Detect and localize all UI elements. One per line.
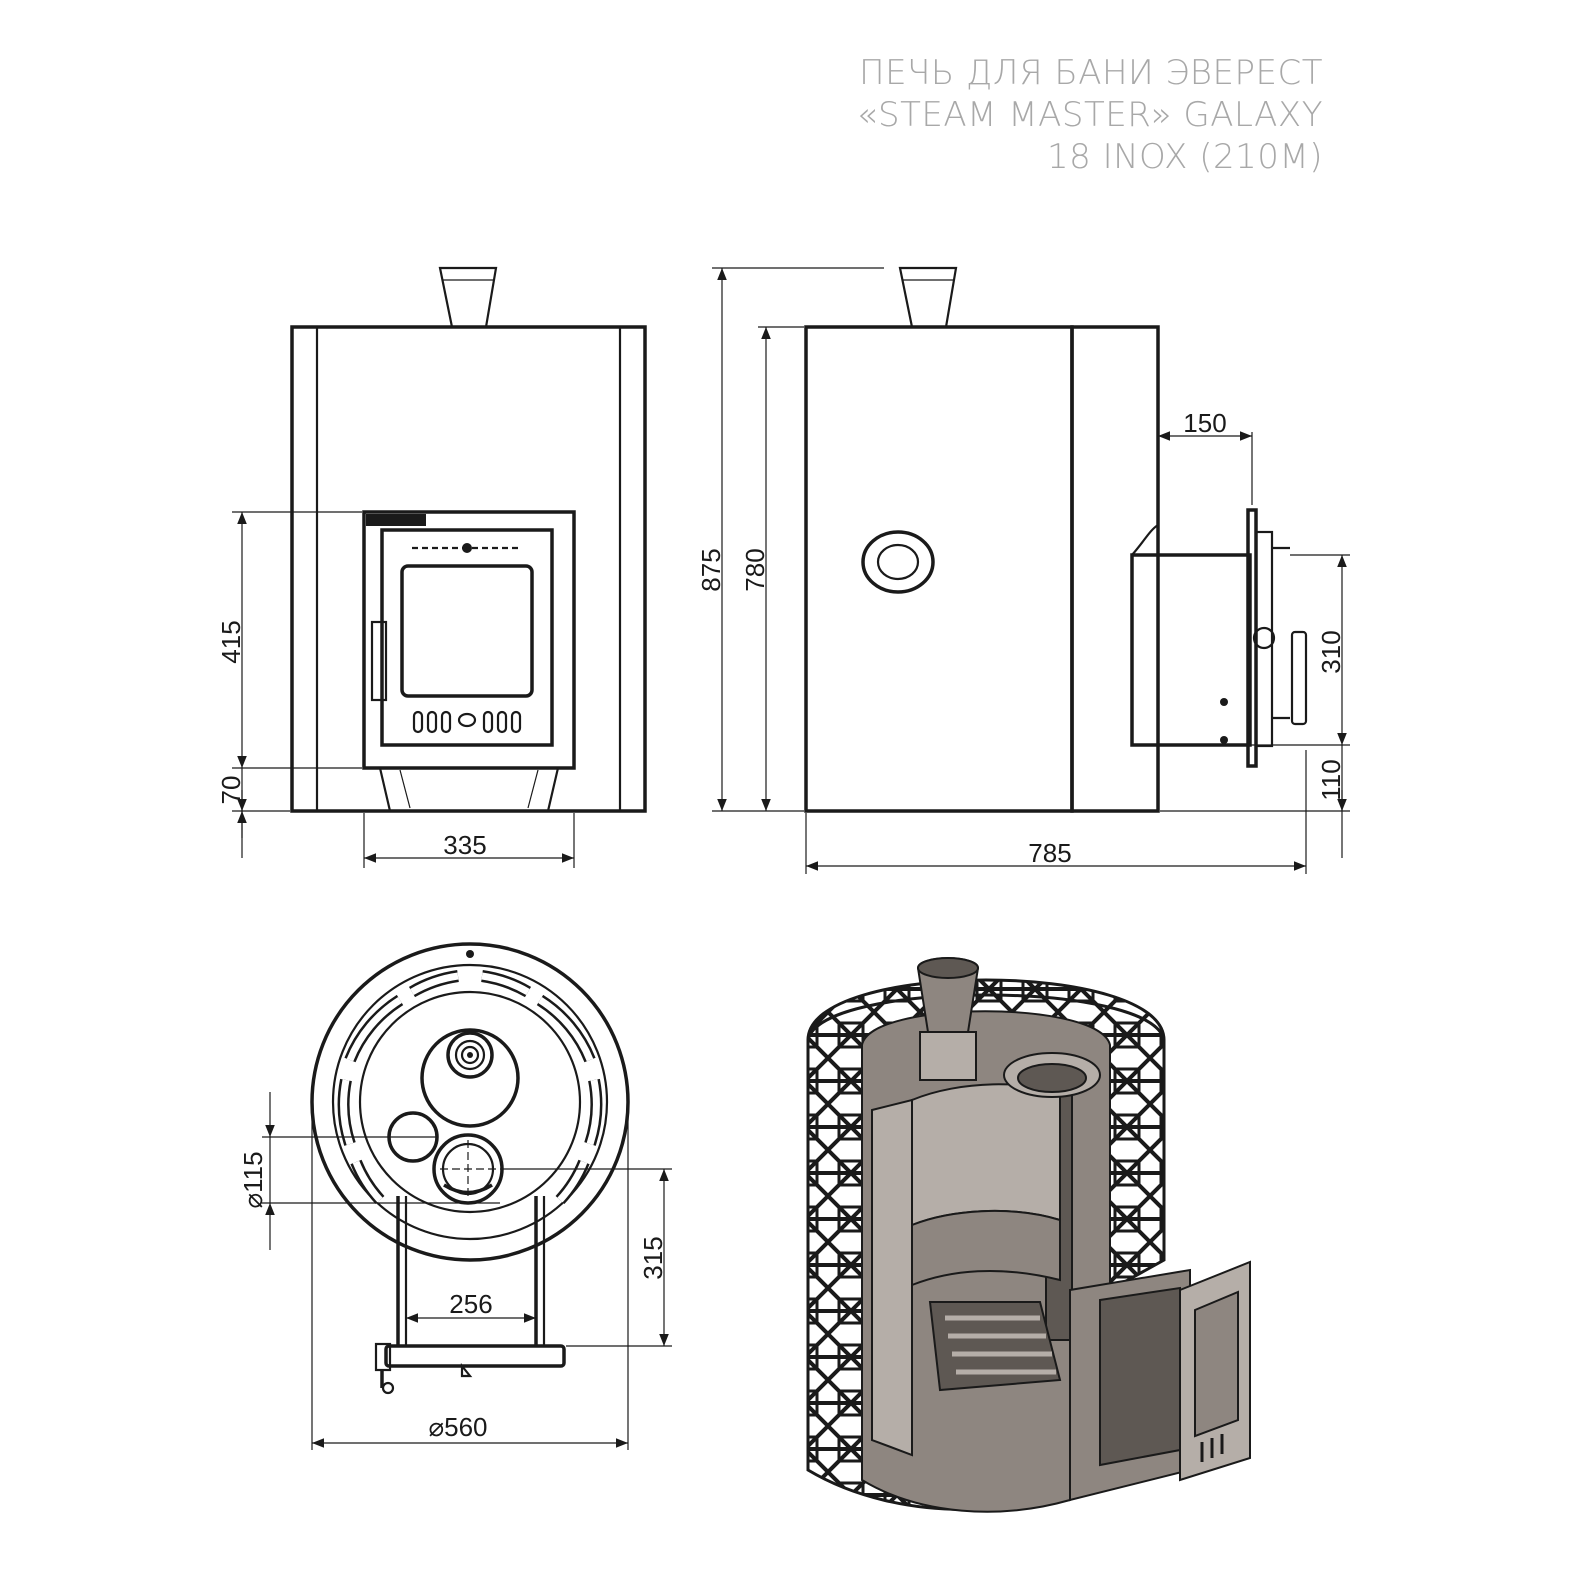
dim-415: 415 (216, 620, 246, 663)
dim-256: 256 (449, 1289, 492, 1319)
front-body (290, 325, 647, 813)
front-view (290, 266, 647, 813)
chimney-icon (438, 266, 498, 329)
side-door-handle (1290, 630, 1308, 726)
title-line-1: ПЕЧЬ ДЛЯ БАНИ ЭВЕРЕСТ (859, 53, 1323, 93)
top-view (310, 942, 630, 1395)
dim-70: 70 (216, 776, 246, 805)
fire-tunnel (1130, 553, 1252, 747)
chimney-outlet (420, 1028, 520, 1128)
air-vents-icon (412, 710, 522, 734)
side-body-panel (804, 325, 1074, 813)
front-dimensions: 415 70 335 (216, 511, 575, 868)
dim-150: 150 (1183, 408, 1226, 438)
dim-560: ⌀560 (428, 1412, 487, 1442)
dim-780: 780 (740, 548, 770, 591)
top-dimensions: ⌀115 315 256 ⌀560 (238, 1092, 672, 1450)
side-emblem-icon (861, 530, 935, 594)
dim-110: 110 (1316, 759, 1346, 800)
door-glass (400, 564, 534, 698)
top-door-plate (384, 1344, 566, 1368)
side-view (804, 266, 1308, 813)
dim-115: ⌀115 (238, 1151, 268, 1208)
dim-875: 875 (696, 548, 726, 591)
side-chimney-icon (898, 266, 958, 329)
dim-310: 310 (1316, 630, 1346, 673)
side-body-rear (1070, 325, 1160, 813)
dim-315: 315 (638, 1236, 668, 1279)
dim-785: 785 (1028, 838, 1071, 868)
dim-335: 335 (443, 830, 486, 860)
top-body-circle (310, 942, 630, 1262)
title-line-3: 18 INOX (210M) (1047, 137, 1323, 177)
cutaway-3d-view (806, 957, 1251, 1513)
door-handle (370, 620, 388, 702)
fire-door (380, 528, 554, 747)
product-title: ПЕЧЬ ДЛЯ БАНИ ЭВЕРЕСТ «STEAM MASTER» GAL… (857, 52, 1323, 178)
vent-slots-icon (337, 970, 603, 1205)
title-line-2: «STEAM MASTER» GALAXY (856, 95, 1323, 135)
side-dimensions: 875 780 150 310 110 785 (696, 267, 1350, 874)
